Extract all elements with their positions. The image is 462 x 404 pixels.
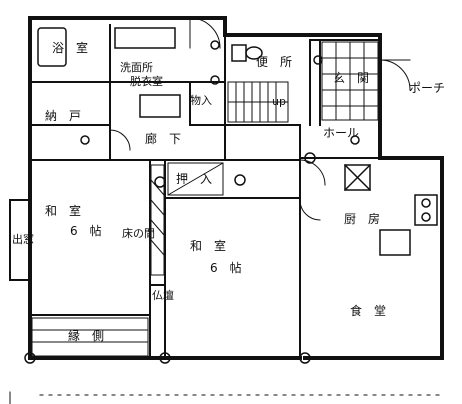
engawa-boards <box>31 317 149 357</box>
dimension-marks <box>9 391 441 404</box>
room-label-bath: 浴 室 <box>52 41 89 55</box>
outer-walls <box>28 16 444 360</box>
room-label-washitsu-center-size: 6 帖 <box>210 261 242 275</box>
room-label-dining: 食 堂 <box>350 304 387 318</box>
room-label-washitsu-center: 和 室 <box>190 239 227 253</box>
room-label-oshiire: 押 入 <box>176 172 213 186</box>
room-label-toilet: 便 所 <box>256 55 293 69</box>
bay-window <box>9 199 31 281</box>
door-swings <box>109 17 411 221</box>
room-label-corridor: 廊 下 <box>145 132 182 146</box>
room-label-demado: 出窓 <box>12 233 34 246</box>
stairs <box>227 81 289 123</box>
room-label-washitsu-left-size: 6 帖 <box>70 224 102 238</box>
tokonoma-hatch <box>150 164 165 276</box>
room-label-butsuma: 仏壇 <box>152 289 174 302</box>
genkan-tiles <box>321 41 379 121</box>
kitchen-fixtures <box>343 163 438 256</box>
oshiire-box <box>167 162 224 196</box>
room-label-tokonoma: 床の間 <box>122 227 155 240</box>
room-label-porch: ポーチ <box>409 81 446 95</box>
room-label-dressing: 脱衣室 <box>130 75 163 88</box>
room-label-genkan: 玄 関 <box>333 71 370 85</box>
stairs-up-label: up <box>272 95 286 108</box>
room-label-kitchen: 厨 房 <box>344 212 381 226</box>
room-label-washroom: 洗面所 <box>120 61 153 74</box>
inner-walls <box>29 24 381 359</box>
room-label-hall: ホール <box>323 126 360 140</box>
toilet-fixture <box>231 44 263 62</box>
room-label-washitsu-left: 和 室 <box>45 204 82 218</box>
room-label-storage: 納 戸 <box>45 109 82 123</box>
columns <box>24 40 360 364</box>
room-label-engawa: 縁 側 <box>68 329 105 343</box>
room-label-closet-upper: 物入 <box>190 94 212 107</box>
bath-fixtures <box>37 27 181 118</box>
